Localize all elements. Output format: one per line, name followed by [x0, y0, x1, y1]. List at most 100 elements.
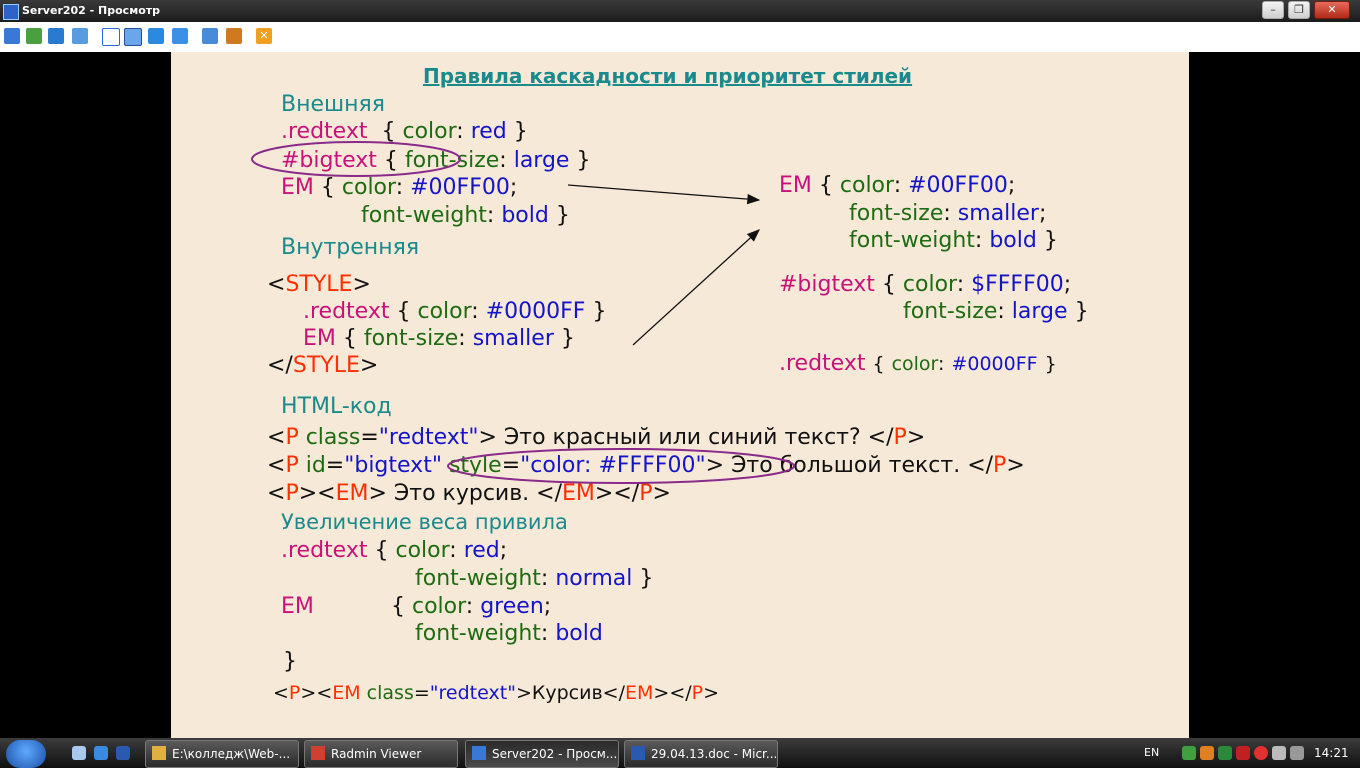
lt: </: [613, 481, 640, 506]
start-button[interactable]: [6, 740, 46, 768]
tag-name: P: [285, 425, 299, 450]
task-server-view[interactable]: Server202 - Просм...: [465, 740, 619, 768]
gt: >: [478, 425, 497, 450]
colon: :: [499, 148, 507, 173]
volume-icon[interactable]: [1272, 746, 1286, 760]
weight-rule-redtext-line2: font-weight: normal }: [415, 566, 653, 591]
result-bigtext-line2: font-size: large }: [903, 299, 1089, 324]
brace: {: [391, 594, 405, 619]
colon: :: [938, 353, 945, 375]
chat-icon[interactable]: [72, 28, 88, 44]
task-label: Server202 - Просм...: [492, 747, 618, 761]
result-em-line3: font-weight: bold }: [849, 228, 1058, 253]
task-label: Radmin Viewer: [331, 747, 422, 761]
screenshot-icon[interactable]: [202, 28, 218, 44]
value: large: [513, 148, 570, 173]
content-text: Это красный или синий текст?: [496, 425, 868, 450]
value: smaller: [472, 326, 554, 351]
colon: :: [943, 201, 951, 226]
opera-icon[interactable]: [1254, 746, 1268, 760]
property: font-weight: [415, 621, 541, 646]
brace: {: [872, 353, 885, 375]
colon: :: [956, 272, 965, 297]
selector: .redtext: [281, 538, 368, 563]
quote: ": [468, 425, 479, 450]
phone-icon[interactable]: [48, 28, 64, 44]
minimize-button[interactable]: –: [1262, 1, 1284, 19]
folder-icon: [152, 746, 166, 760]
viewer-icon: [472, 746, 486, 760]
window-icon[interactable]: [102, 28, 120, 46]
gt: >: [652, 481, 671, 506]
property: color: [891, 353, 939, 375]
task-label: 29.04.13.doc - Micr...: [651, 747, 778, 761]
colon: :: [465, 594, 474, 619]
value: bold: [555, 621, 603, 646]
selector: .redtext: [779, 351, 866, 376]
task-explorer[interactable]: E:\колледж\Web-...: [145, 740, 299, 768]
gt: >: [594, 481, 614, 506]
brace: {: [381, 119, 396, 144]
tag-name: P: [285, 453, 299, 478]
brace: {: [881, 272, 896, 297]
view-icon[interactable]: [4, 28, 20, 44]
attribute: style: [441, 453, 502, 478]
settings-tray-icon[interactable]: [1290, 746, 1304, 760]
transfer-icon[interactable]: [26, 28, 42, 44]
brace: {: [383, 148, 398, 173]
weight-rule-redtext-line1: .redtext { color: red;: [281, 538, 507, 563]
content-text: Курсив: [531, 682, 603, 704]
semicolon: ;: [509, 175, 518, 200]
stretch-icon[interactable]: [148, 28, 164, 44]
semicolon: ;: [499, 538, 508, 563]
task-radmin[interactable]: Radmin Viewer: [304, 740, 458, 768]
internal-label: Внутренняя: [281, 235, 420, 260]
zoom-icon[interactable]: [172, 28, 188, 44]
remote-screen[interactable]: Правила каскадности и приоритет стилей В…: [0, 52, 1360, 738]
quote: ": [429, 682, 439, 704]
security-icon[interactable]: [1236, 746, 1250, 760]
property: color: [395, 538, 450, 563]
selector: EM: [281, 175, 314, 200]
ie-icon[interactable]: [94, 746, 108, 760]
tag-name: P: [639, 481, 653, 506]
gt: >: [352, 272, 371, 297]
selector: .redtext: [281, 119, 368, 144]
external-rule-em-line1: EM { color: #00FF00;: [281, 175, 517, 200]
radmin-icon: [311, 746, 325, 760]
gt: >: [298, 481, 318, 506]
html-line-3: <P><EM> Это курсив. </EM></P>: [267, 481, 671, 506]
tools-icon[interactable]: [226, 28, 242, 44]
clock: 14:21: [1314, 746, 1349, 760]
network-icon[interactable]: [1182, 746, 1196, 760]
brace: }: [1074, 299, 1089, 324]
equals: =: [325, 453, 345, 478]
desktop-icon[interactable]: [72, 746, 86, 760]
brace: }: [555, 203, 570, 228]
lt: <: [267, 481, 286, 506]
external-rule-redtext: .redtext { color: red }: [281, 119, 528, 144]
app-tray-icon[interactable]: [1218, 746, 1232, 760]
colon: :: [395, 175, 404, 200]
selector: EM: [303, 326, 336, 351]
property: color: [902, 272, 957, 297]
colon: :: [458, 326, 466, 351]
value: normal: [555, 566, 633, 591]
maximize-button[interactable]: ❐: [1288, 1, 1310, 19]
value: smaller: [957, 201, 1039, 226]
result-bigtext-line1: #bigtext { color: $FFFF00;: [779, 272, 1071, 297]
weight-rule-close: }: [283, 649, 297, 674]
attribute: class: [360, 682, 414, 704]
quicklaunch-icon[interactable]: [116, 746, 130, 760]
colon: :: [540, 621, 549, 646]
fullscreen-icon[interactable]: [124, 28, 142, 46]
media-icon[interactable]: [1200, 746, 1214, 760]
language-indicator[interactable]: EN: [1144, 746, 1160, 759]
property: font-size: [363, 326, 459, 351]
tag-name: STYLE: [292, 353, 360, 378]
close-button[interactable]: ✕: [1314, 1, 1350, 19]
close-icon[interactable]: ✕: [256, 28, 272, 44]
property: font-weight: [849, 228, 975, 253]
property: color: [341, 175, 396, 200]
task-word[interactable]: 29.04.13.doc - Micr...: [624, 740, 778, 768]
